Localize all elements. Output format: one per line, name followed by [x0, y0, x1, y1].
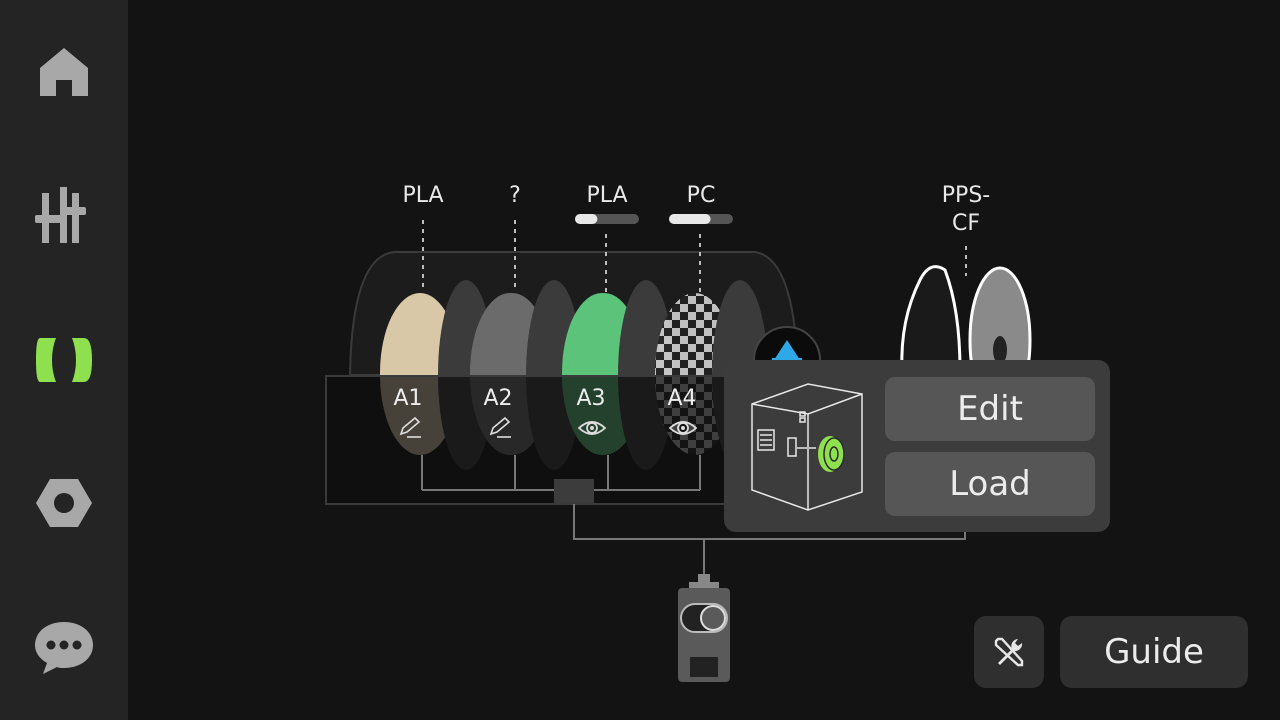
load-button[interactable]: Load — [885, 452, 1095, 516]
slot-action-popup: Edit Load — [724, 360, 1110, 532]
chat-icon — [35, 622, 93, 674]
eye-icon[interactable] — [668, 416, 698, 440]
toolhead — [678, 574, 730, 682]
material-label-a3: PLA — [586, 183, 628, 208]
nav-home[interactable] — [24, 32, 104, 112]
slot-label-a3: A3 — [576, 386, 606, 411]
controls-sliders-icon — [35, 187, 86, 243]
slot-label-a2: A2 — [483, 386, 513, 411]
slot-label-a1: A1 — [393, 386, 423, 411]
printer-load-illustration — [751, 383, 863, 511]
tools-icon — [994, 637, 1024, 667]
edit-icon[interactable] — [485, 416, 515, 440]
edit-button[interactable]: Edit — [885, 377, 1095, 441]
filament-icon — [36, 338, 92, 382]
nav-controls[interactable] — [24, 175, 104, 255]
remaining-bar-a3 — [575, 214, 639, 224]
slot-label-a4: A4 — [667, 386, 697, 411]
material-label-a2: ? — [509, 183, 521, 208]
home-icon — [40, 48, 88, 96]
material-label-a4: PC — [686, 183, 716, 208]
nav-filament[interactable] — [24, 320, 104, 400]
hub — [554, 479, 594, 503]
nav-settings[interactable] — [24, 463, 104, 543]
tools-button[interactable] — [974, 616, 1044, 688]
nav-chat[interactable] — [24, 608, 104, 688]
sidebar — [0, 0, 128, 720]
settings-nut-icon — [36, 479, 92, 527]
eye-icon[interactable] — [577, 416, 607, 440]
external-material-label: PPS- CF — [941, 183, 991, 236]
guide-button[interactable]: Guide — [1060, 616, 1248, 688]
edit-icon[interactable] — [395, 416, 425, 440]
material-label-a1: PLA — [402, 183, 444, 208]
remaining-bar-a4 — [669, 214, 733, 224]
